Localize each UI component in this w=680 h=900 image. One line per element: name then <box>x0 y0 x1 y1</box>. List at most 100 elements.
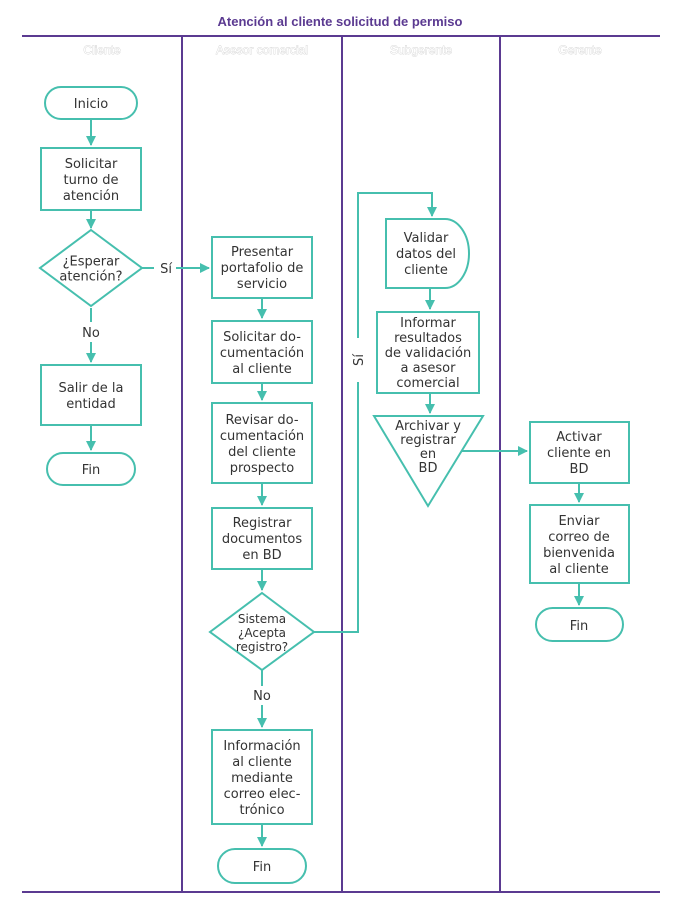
node-fin-cliente-label: Fin <box>82 463 100 478</box>
node-label-line: datos del <box>396 247 456 262</box>
node-label-line: de validación <box>385 346 471 361</box>
node-label-line: Fin <box>253 860 271 875</box>
node-label-line: entidad <box>66 397 115 412</box>
node-label-line: BD <box>570 462 589 477</box>
node-label-line: correo elec- <box>224 787 301 802</box>
lane-header-subgerente: Subgerente <box>390 43 452 57</box>
lane-header-gerente: Gerente <box>558 43 602 57</box>
node-label-line: Salir de la <box>59 381 124 396</box>
process-shape <box>529 421 630 484</box>
node-label-line: prospecto <box>230 461 295 476</box>
node-inicio-label: Inicio <box>74 97 108 112</box>
node-label-line: cliente en <box>547 446 611 461</box>
node-label-line: Presentar <box>231 245 294 260</box>
edge-sistema-si-upper <box>357 192 437 338</box>
node-label-line: cumentación <box>220 346 304 361</box>
node-label-line: del cliente <box>228 445 296 460</box>
node-label-line: ¿Esperar <box>63 255 120 270</box>
node-label-line: Inicio <box>74 97 108 112</box>
swimlanes <box>22 35 660 893</box>
process-shape <box>211 320 313 384</box>
node-label-line: en <box>420 447 436 462</box>
node-label-line: registro? <box>236 640 288 654</box>
node-label-line: Información <box>223 739 300 754</box>
node-label-line: atención <box>63 189 119 204</box>
node-label-line: Sistema <box>238 612 286 626</box>
lane-header-cliente: Cliente <box>83 43 121 57</box>
node-fin-asesor: Fin <box>217 848 307 884</box>
node-label-line: cumentación <box>220 429 304 444</box>
terminal-shape <box>217 848 307 884</box>
node-label-line: Enviar <box>558 514 600 529</box>
process-shape <box>211 507 313 570</box>
decision-shape <box>208 591 316 672</box>
node-label-line: turno de <box>63 173 118 188</box>
process-shape <box>211 402 313 484</box>
node-label-line: cliente <box>404 263 448 278</box>
delay-shape <box>385 218 470 289</box>
node-label-line: Registrar <box>233 516 292 531</box>
node-label-line: al cliente <box>232 362 291 377</box>
node-fin-cliente: Fin <box>46 452 136 486</box>
node-label-line: mediante <box>231 771 293 786</box>
process-shape <box>211 236 313 299</box>
edge-label-esperar-si: Sí <box>160 262 172 277</box>
terminal-shape <box>535 607 624 642</box>
decision-shape <box>38 228 144 308</box>
node-label-line: Validar <box>404 231 449 246</box>
node-label-line: servicio <box>237 277 287 292</box>
node-label-line: documentos <box>222 532 303 547</box>
node-label-line: trónico <box>239 803 284 818</box>
node-label-line: BD <box>419 461 438 476</box>
process-shape <box>529 504 630 584</box>
node-label-line: comercial <box>396 376 459 391</box>
process-shape <box>40 364 142 426</box>
process-shape <box>376 311 480 394</box>
node-label-line: Archivar y <box>395 419 461 434</box>
node-label-line: a asesor <box>401 361 457 376</box>
node-label-line: Activar <box>556 430 602 445</box>
node-label-line: Fin <box>570 619 588 634</box>
edge-label-sistema-no: No <box>253 689 271 704</box>
node-label-line: ¿Acepta <box>238 626 286 640</box>
node-label-line: Solicitar do- <box>223 330 301 345</box>
terminal-shape <box>44 86 138 120</box>
node-inicio: Inicio <box>44 86 138 120</box>
terminal-shape <box>46 452 136 486</box>
node-label-line: resultados <box>394 331 462 346</box>
node-fin-gerente-label: Fin <box>570 619 588 634</box>
edge-sistema-si-lower <box>314 382 359 633</box>
edge-label-esperar-no: No <box>82 326 100 341</box>
node-label-line: Revisar do- <box>225 413 298 428</box>
node-label-line: Informar <box>400 316 456 331</box>
process-shape <box>40 147 142 211</box>
node-label-line: en BD <box>242 548 281 563</box>
connectors <box>86 119 584 847</box>
node-label-line: bienvenida <box>543 546 615 561</box>
